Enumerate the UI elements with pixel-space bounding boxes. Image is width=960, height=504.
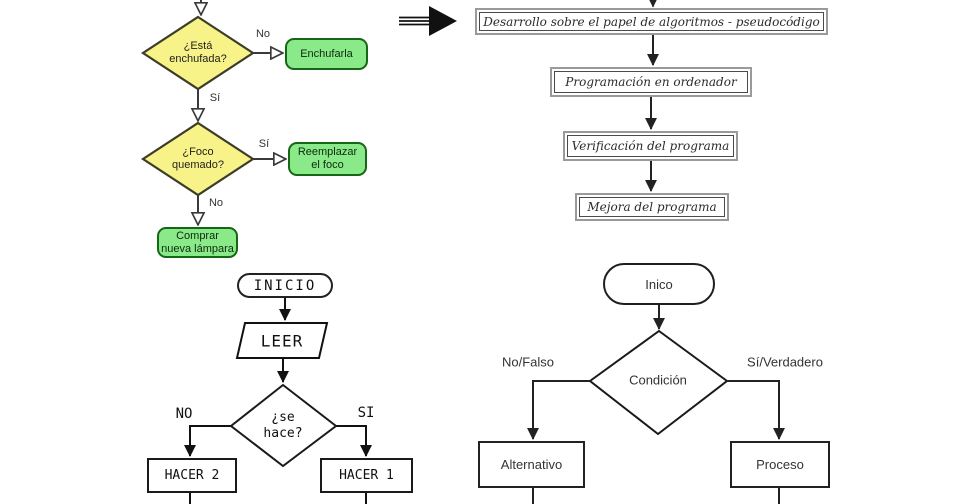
read-decision-label: ¿se hace? (263, 410, 303, 441)
condition-action-alternative: Alternativo (478, 441, 585, 488)
condition-true-branch-label: Sí/Verdadero (747, 354, 823, 370)
read-action-hacer-2: HACER 2 (147, 458, 237, 493)
condition-decision-label: Condición (629, 372, 687, 388)
read-input-label: LEER (260, 331, 304, 351)
condition-start-terminator: Inico (603, 263, 715, 305)
read-flowchart-wires (184, 298, 372, 504)
read-action-hacer-1: HACER 1 (320, 458, 413, 493)
read-input-parallelogram (235, 322, 329, 359)
sequence-step-improvement: Mejora del programa (575, 193, 729, 221)
condition-false-branch-label: No/Falso (501, 354, 555, 370)
condition-decision-diamond (588, 329, 729, 436)
sequence-step-verification: Verificación del programa (563, 131, 738, 161)
lamp-branch-no-2-label: No (208, 197, 224, 209)
sequence-step-pseudocode: Desarrollo sobre el papel de algoritmos … (475, 8, 828, 35)
lamp-flowchart-wires (140, 0, 286, 225)
read-branch-no-label: NO (175, 406, 193, 422)
sequence-step-programming: Programación en ordenador (550, 67, 752, 97)
lamp-branch-no-1-label: No (255, 28, 271, 40)
condition-flowchart-wires (527, 305, 785, 504)
lamp-decision-2-label: ¿Foco quemado? (172, 146, 224, 171)
lamp-action-plug-in: Enchufarla (285, 38, 368, 70)
condition-action-process: Proceso (730, 441, 830, 488)
sequence-wires (645, 0, 659, 192)
big-right-arrow-icon (399, 6, 457, 36)
lamp-decision-1-label: ¿Está enchufada? (169, 40, 227, 65)
lamp-branch-yes-2-label: Sí (258, 138, 270, 150)
read-decision-diamond (229, 383, 338, 468)
lamp-branch-yes-1-label: Sí (209, 92, 221, 104)
read-branch-yes-label: SI (357, 405, 375, 421)
read-start-terminator: INICIO (237, 273, 333, 298)
